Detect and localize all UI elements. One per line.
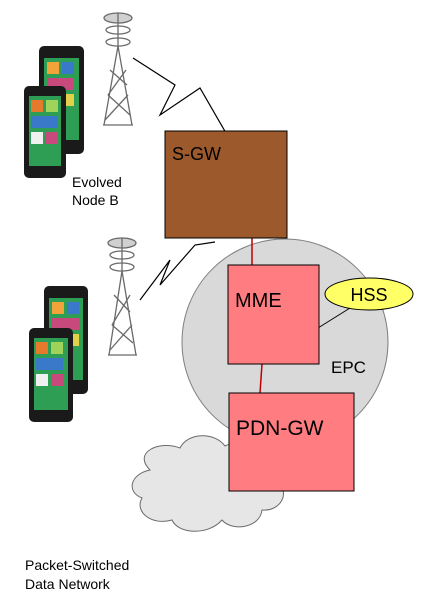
mme-label: MME: [235, 290, 282, 312]
radio-link-lower: [139, 241, 216, 301]
sgw-label: S-GW: [172, 144, 221, 164]
radio-link-upper: [132, 57, 231, 141]
enodeb-label-line2: Node B: [72, 192, 119, 208]
epc-label: EPC: [331, 358, 366, 377]
hss-label: HSS: [350, 285, 387, 305]
mme-node: [227, 264, 320, 365]
sgw-node: [164, 130, 288, 239]
cell-tower-icon: [107, 237, 137, 356]
hss-node: [324, 277, 414, 311]
network-label-line2: Data Network: [25, 576, 111, 592]
enodeb-label-line1: Evolved: [72, 174, 122, 190]
smartphone-icon: [29, 328, 73, 422]
smartphone-icon: [24, 86, 66, 178]
pdngw-node: [228, 392, 355, 492]
cell-tower-icon: [103, 12, 133, 126]
link-mme-hss: [317, 307, 351, 329]
link-mme-pdngw: [259, 363, 263, 394]
pdngw-label: PDN-GW: [236, 417, 324, 440]
network-label-line1: Packet-Switched: [25, 557, 129, 573]
